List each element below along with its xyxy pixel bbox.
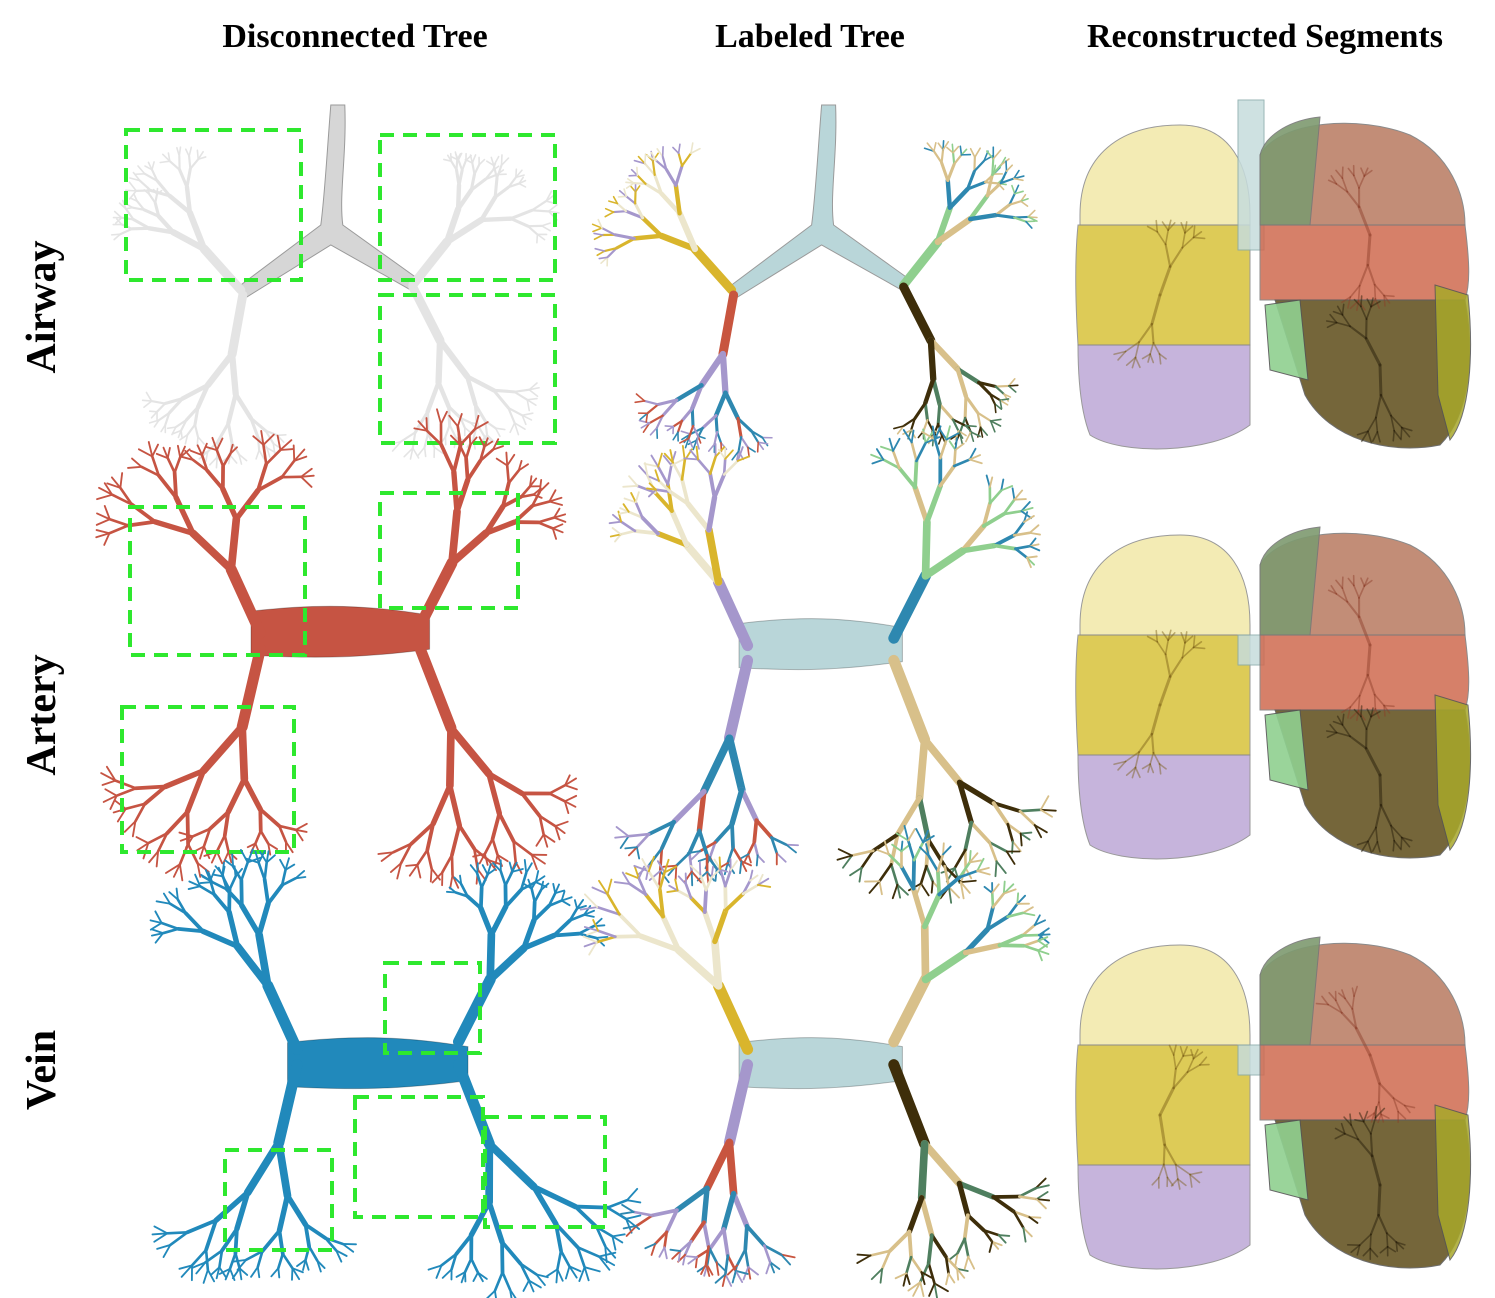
vein-internal-vessels-2 (1315, 985, 1416, 1124)
airway-left-anterior-segment (1264, 299, 1309, 381)
airway-labeled-tree (591, 104, 1038, 461)
vein-right-lower-lobe (1077, 1164, 1251, 1270)
artery-left-lateral-segment (1434, 694, 1472, 852)
artery-lab-main-trunk (738, 618, 903, 671)
airway-lab-trachea (730, 104, 909, 298)
vein-lab-branches (579, 825, 1051, 1298)
vein-internal-vessels-3 (1334, 1105, 1406, 1260)
panel-vein-labeled (579, 825, 1051, 1298)
airway-lab-branches (591, 104, 1038, 461)
airway-internal-vessels-3 (1325, 295, 1413, 444)
panel-artery-labeled (608, 425, 1057, 904)
artery-reconstructed-lungs (1075, 526, 1472, 860)
airway-highlight-box-2 (378, 133, 557, 282)
vein-highlight-box-2 (223, 1148, 334, 1252)
vein-highlight-box-3 (353, 1095, 485, 1219)
artery-right-upper-lobe (1079, 534, 1251, 636)
vein-disconnected-tree (149, 848, 642, 1298)
vein-reconstructed-lungs (1075, 936, 1472, 1270)
airway-left-lateral-segment (1434, 284, 1472, 442)
vein-right-upper-lobe (1079, 944, 1251, 1046)
airway-right-upper-lobe (1079, 124, 1251, 226)
row-label-airway: Airway (19, 240, 65, 374)
vein-left-lateral-segment (1434, 1104, 1472, 1262)
vein-left-apical-segment (1259, 936, 1321, 1046)
artery-highlight-box-2 (378, 491, 520, 610)
vein-lung-segments (1075, 936, 1472, 1270)
artery-lung-segments (1075, 526, 1472, 860)
vein-highlight-box-1 (383, 961, 482, 1055)
panel-airway-disconnected (110, 95, 570, 469)
vein-internal-vessels-1 (1151, 1044, 1210, 1190)
artery-disc-branches (95, 408, 578, 890)
artery-internal-vessels-2 (1327, 574, 1395, 722)
artery-highlight-box-3 (120, 705, 296, 854)
airway-disconnected-tree (110, 104, 560, 469)
artery-left-anterior-segment (1264, 709, 1309, 791)
artery-disconnected-tree (95, 408, 578, 890)
row-label-artery: Artery (19, 654, 65, 776)
panel-artery-segments (1060, 505, 1480, 875)
column-header-disconnected-tree: Disconnected Tree (222, 18, 488, 55)
panel-vein-disconnected (145, 848, 642, 1298)
panel-airway-segments (1060, 95, 1480, 465)
artery-left-apical-segment (1259, 526, 1321, 636)
airway-left-apical-segment (1259, 116, 1321, 226)
airway-internal-vessels-2 (1327, 164, 1395, 312)
airway-disc-branches (110, 104, 560, 469)
panel-artery-disconnected (95, 408, 580, 890)
column-header-reconstructed-segments: Reconstructed Segments (1087, 18, 1443, 55)
airway-lung-segments (1075, 99, 1472, 450)
artery-right-lower-lobe (1077, 754, 1251, 860)
artery-lab-branches (608, 425, 1057, 904)
airway-internal-vessels-1 (1113, 219, 1206, 369)
artery-internal-vessels-1 (1113, 629, 1206, 779)
vein-labeled-tree (579, 825, 1051, 1298)
vein-left-anterior-segment (1264, 1119, 1309, 1201)
airway-highlight-box-1 (124, 128, 303, 282)
panel-vein-segments (1060, 915, 1480, 1285)
panel-airway-labeled (591, 95, 1040, 465)
vein-lab-main-trunk (738, 1037, 903, 1090)
vein-disc-main-trunk (287, 1037, 469, 1090)
airway-right-lower-lobe (1077, 344, 1251, 450)
vein-right-middle-lobe (1075, 1044, 1251, 1166)
artery-internal-vessels-3 (1325, 705, 1413, 854)
artery-labeled-tree (608, 425, 1057, 904)
row-label-vein: Vein (19, 1029, 65, 1111)
airway-reconstructed-lungs (1075, 99, 1472, 450)
artery-disc-main-trunk (250, 605, 431, 658)
column-header-labeled-tree: Labeled Tree (715, 18, 905, 55)
vein-highlight-box-4 (483, 1115, 607, 1229)
